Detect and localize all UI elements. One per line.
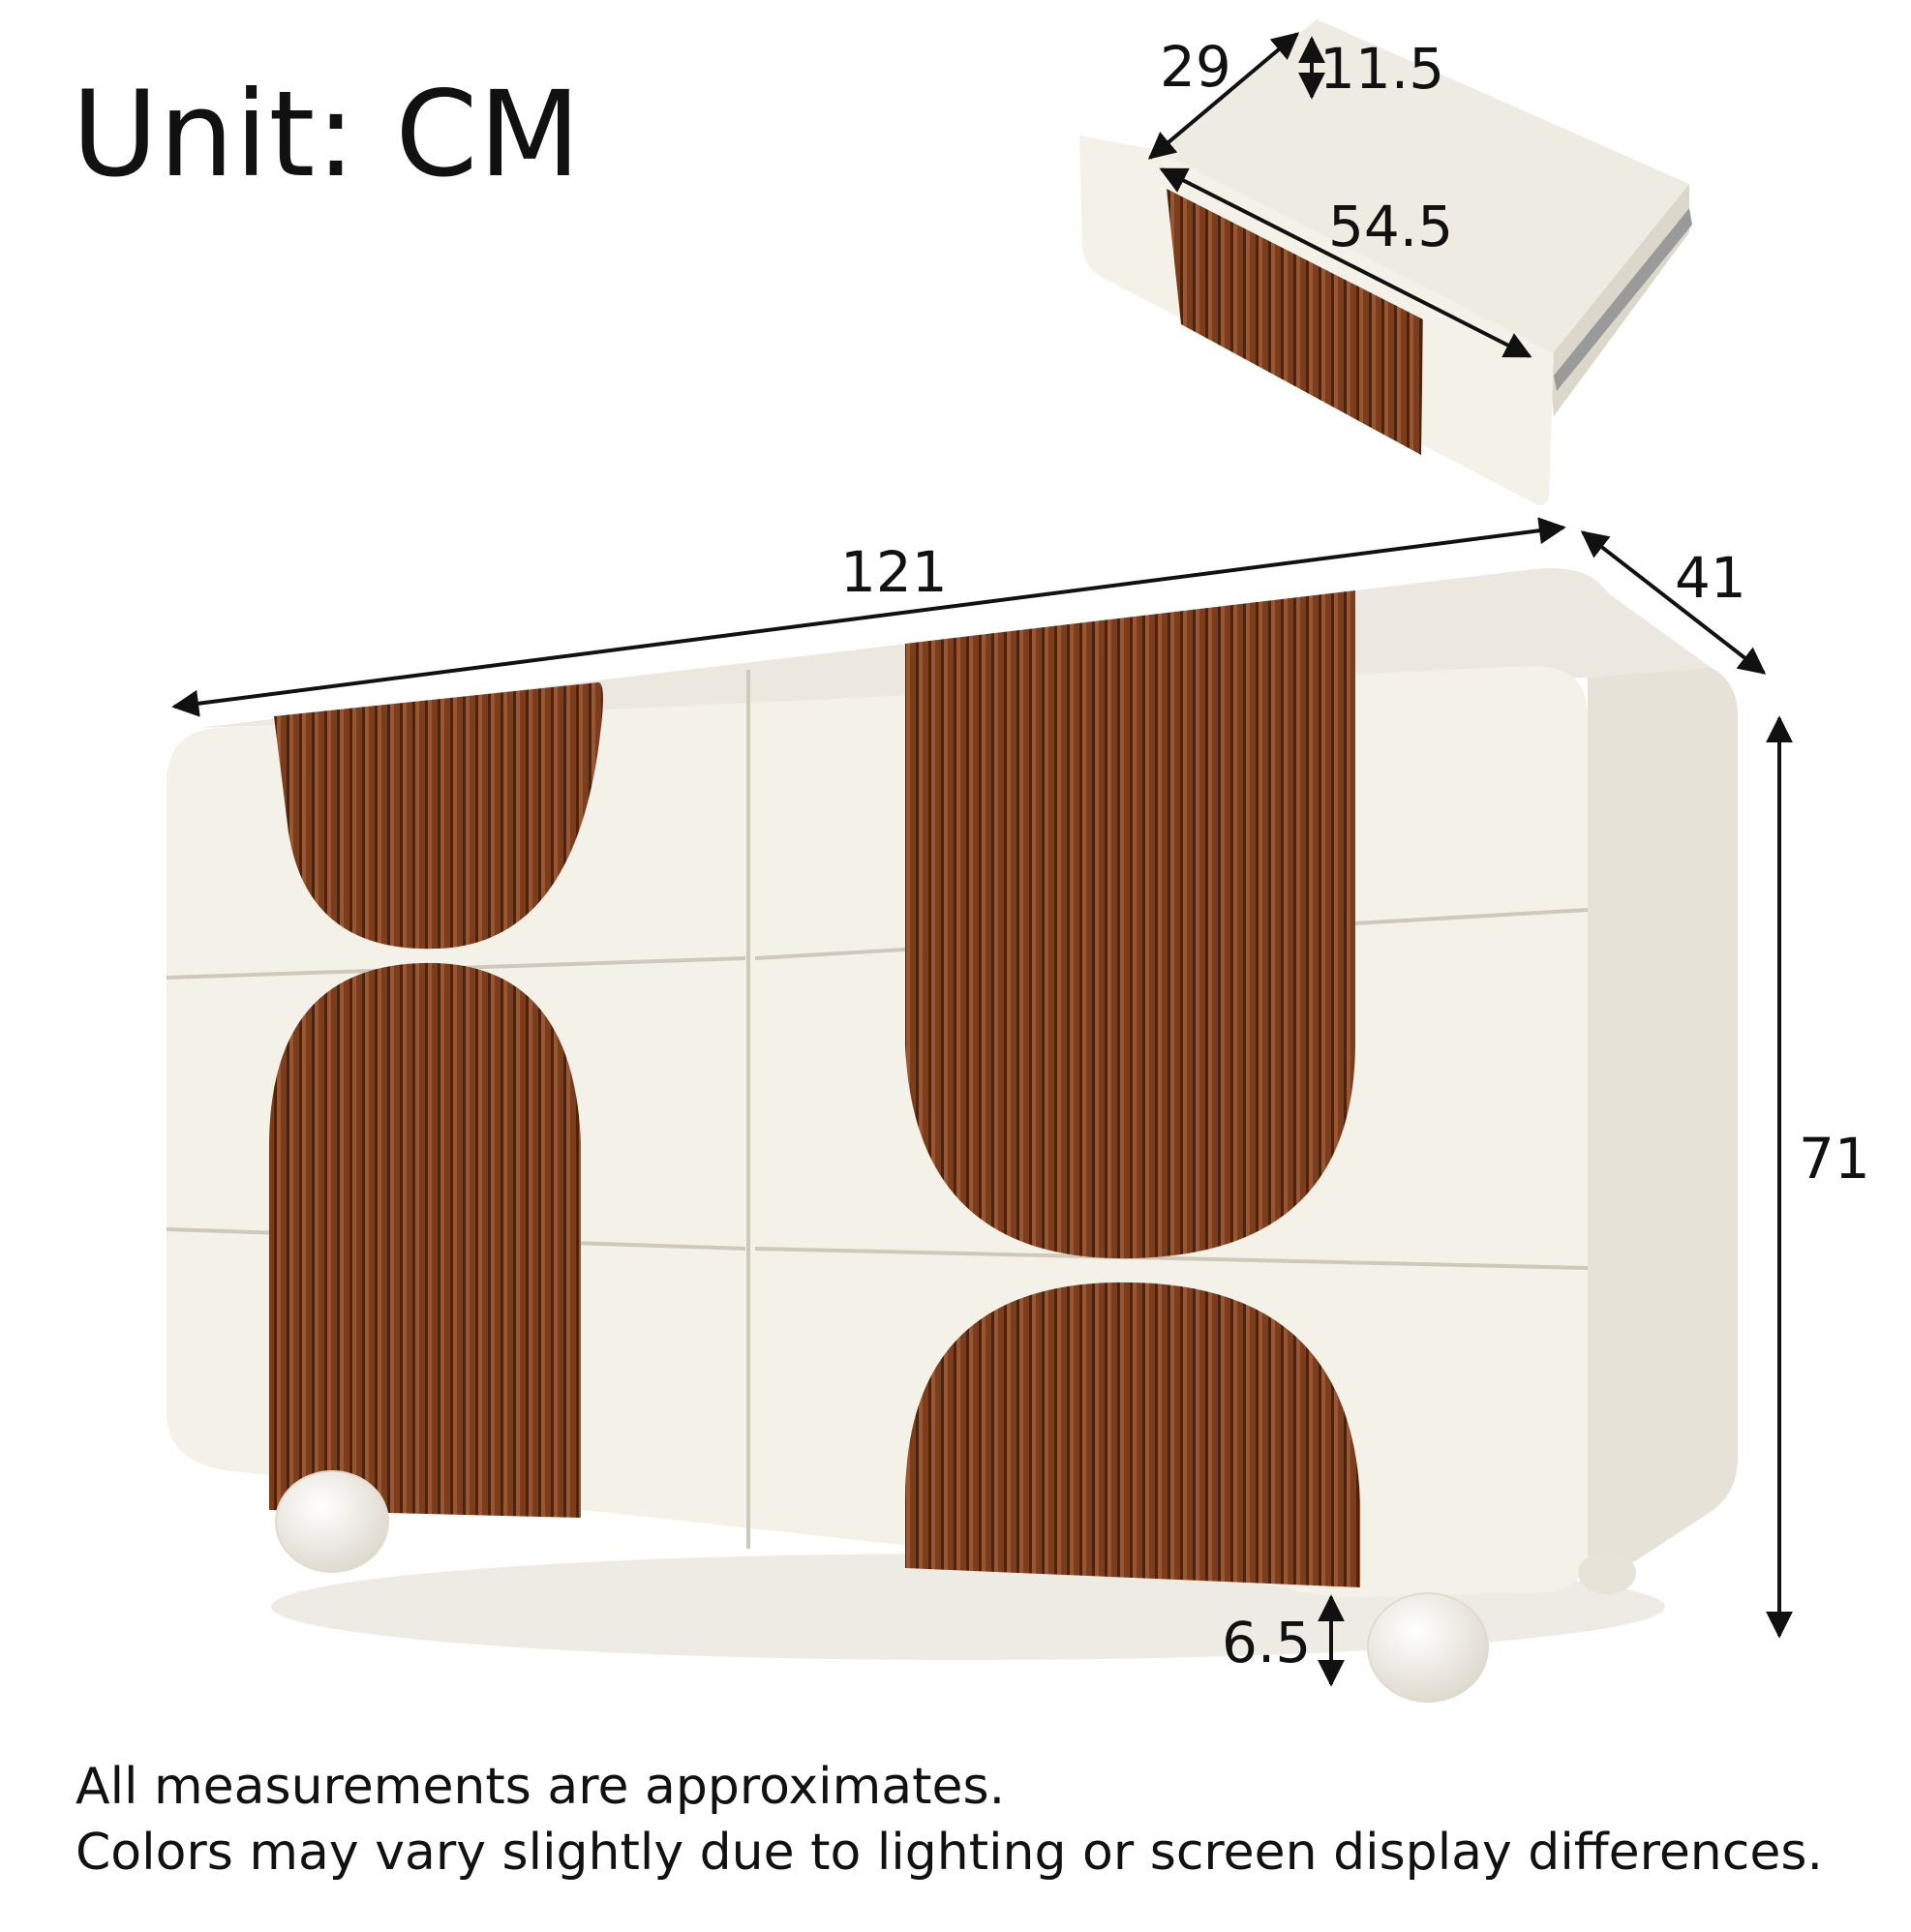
disclaimer-line-2: Colors may vary slightly due to lighting… bbox=[76, 1824, 1823, 1882]
dresser bbox=[166, 568, 1738, 1703]
dim-label-drawer-height: 11.5 bbox=[1320, 36, 1445, 102]
arrow-total-depth bbox=[1580, 530, 1767, 675]
arrow-drawer-width bbox=[1159, 167, 1532, 358]
fluted-panel-arch-left bbox=[269, 962, 581, 1518]
dim-label-total-height: 71 bbox=[1799, 1126, 1870, 1192]
dim-label-foot-height: 6.5 bbox=[1222, 1610, 1312, 1675]
ball-foot-front-right bbox=[1367, 1592, 1489, 1703]
fluted-panel-half-circle-top-left bbox=[274, 682, 603, 950]
dresser-side-panel bbox=[1588, 600, 1738, 1592]
ball-foot-back-right bbox=[1578, 1552, 1636, 1594]
fluted-panel-u-shape-right bbox=[905, 590, 1355, 1259]
dim-label-drawer-width: 54.5 bbox=[1328, 194, 1454, 259]
arrow-drawer-depth bbox=[1147, 32, 1300, 160]
dim-label-drawer-depth: 29 bbox=[1160, 34, 1231, 100]
unit-title: Unit: CM bbox=[72, 66, 582, 203]
disclaimer-note: All measurements are approximates. Color… bbox=[76, 1754, 1823, 1886]
arrow-total-width bbox=[171, 517, 1566, 717]
dim-label-total-width: 121 bbox=[840, 539, 948, 605]
fluted-panels bbox=[269, 590, 1360, 1587]
drawer-slide-rail bbox=[1554, 208, 1692, 391]
fluted-panel-arch-bottom-right bbox=[905, 1282, 1360, 1587]
dim-label-total-depth: 41 bbox=[1675, 545, 1746, 611]
disclaimer-line-1: All measurements are approximates. bbox=[76, 1758, 1006, 1816]
dimension-arrows bbox=[171, 32, 1793, 1687]
ball-foot-left bbox=[275, 1470, 389, 1573]
